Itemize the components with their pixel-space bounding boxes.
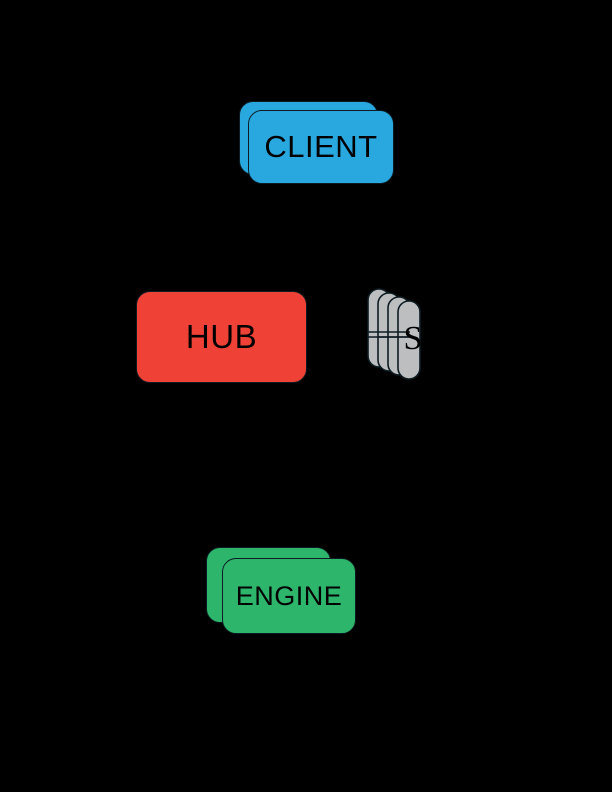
node-engine-label: ENGINE — [235, 580, 343, 611]
node-client[interactable]: CLIENT — [239, 101, 394, 184]
node-storage[interactable]: S — [366, 287, 432, 389]
node-client-label: CLIENT — [264, 129, 378, 164]
storage-disks-icon: S — [367, 288, 423, 380]
client-card-front — [248, 110, 394, 184]
node-hub-label: HUB — [185, 318, 258, 355]
hub-card — [136, 291, 307, 383]
node-engine[interactable]: ENGINE — [206, 547, 356, 634]
storage-label: S — [404, 320, 423, 357]
node-hub[interactable]: HUB — [136, 291, 307, 383]
engine-card-front — [222, 558, 356, 634]
